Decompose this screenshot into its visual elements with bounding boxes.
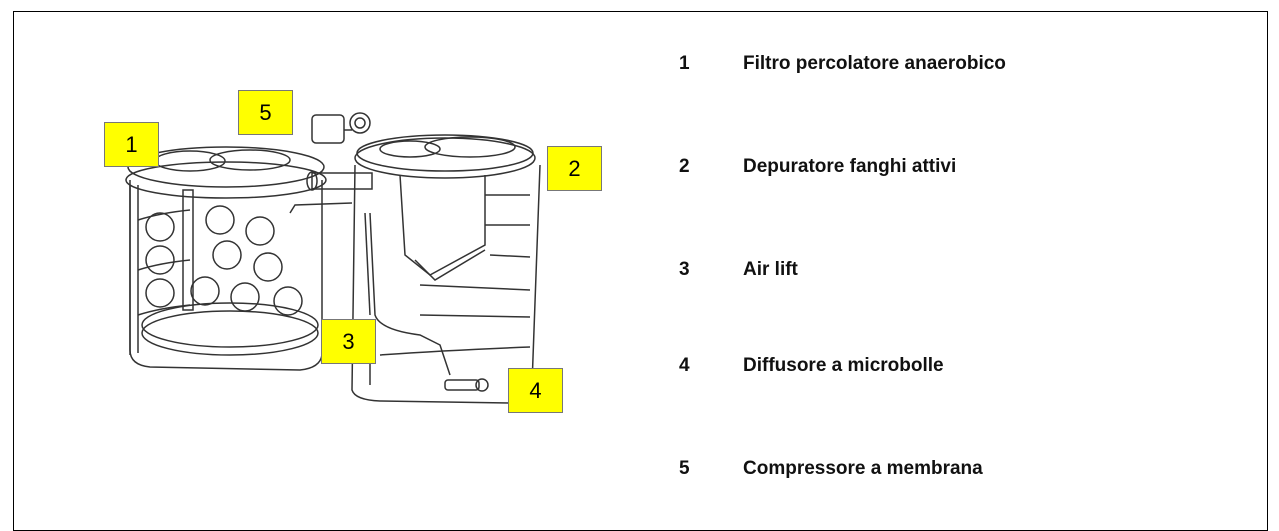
legend-label: Depuratore fanghi attivi bbox=[743, 156, 957, 177]
anaerobic-filter-tank bbox=[125, 146, 327, 371]
legend-item: 3 Air lift bbox=[679, 259, 798, 281]
legend-number: 2 bbox=[679, 156, 690, 177]
compressor bbox=[311, 112, 371, 144]
callout-3: 3 bbox=[321, 319, 376, 364]
activated-sludge-tank bbox=[351, 134, 541, 404]
legend-label: Air lift bbox=[743, 259, 798, 280]
callout-1: 1 bbox=[104, 122, 159, 167]
legend-number: 4 bbox=[679, 355, 690, 376]
callout-4: 4 bbox=[508, 368, 563, 413]
legend-item: 4 Diffusore a microbolle bbox=[679, 355, 944, 377]
legend-item: 5 Compressore a membrana bbox=[679, 458, 983, 480]
legend-label: Filtro percolatore anaerobico bbox=[743, 53, 1006, 74]
legend-number: 1 bbox=[679, 53, 690, 74]
callout-5: 5 bbox=[238, 90, 293, 135]
legend-number: 3 bbox=[679, 259, 690, 280]
legend-label: Compressore a membrana bbox=[743, 458, 983, 479]
connecting-pipe bbox=[289, 171, 373, 214]
legend-item: 1 Filtro percolatore anaerobico bbox=[679, 53, 1006, 75]
legend-label: Diffusore a microbolle bbox=[743, 355, 944, 376]
legend-number: 5 bbox=[679, 458, 690, 479]
callout-2: 2 bbox=[547, 146, 602, 191]
legend-item: 2 Depuratore fanghi attivi bbox=[679, 156, 956, 178]
